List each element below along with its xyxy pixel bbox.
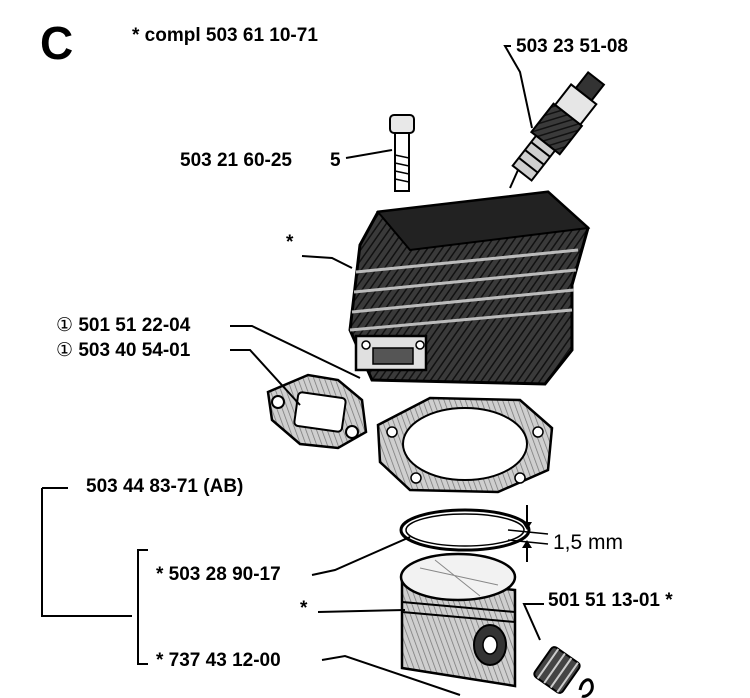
- section-letter: C: [40, 17, 74, 69]
- assembly-note: * compl 503 61 10-71: [132, 25, 318, 46]
- spark-plug-part: [511, 70, 606, 182]
- label-spark-plug: 503 23 51-08: [516, 36, 628, 57]
- ring-dimension-marks: [507, 505, 549, 562]
- label-bolt-suffix: 5: [330, 150, 341, 171]
- label-gasket-a: ① 501 51 22-04: [56, 315, 190, 337]
- label-ring-dimension: 1,5 mm: [553, 531, 624, 554]
- label-gasket-b: ① 503 40 54-01: [56, 340, 190, 362]
- base-gasket-part: [376, 396, 554, 494]
- bolt-part: [389, 114, 415, 192]
- circlip-part: [578, 678, 594, 698]
- circled-one-icon: ①: [56, 315, 74, 336]
- cylinder-part: [348, 190, 591, 386]
- label-piston-ring: * 503 28 90-17: [156, 564, 281, 585]
- label-circlip: 501 51 13-01 *: [548, 590, 673, 611]
- label-bolt: 503 21 60-25: [180, 150, 292, 171]
- label-bearing: * 737 43 12-00: [156, 650, 281, 671]
- label-piston-star: *: [300, 598, 308, 619]
- label-cylinder-star: *: [286, 232, 294, 253]
- leader-lines: [41, 45, 544, 696]
- label-gasket-b-number: 503 40 54-01: [78, 340, 191, 361]
- bearing-part: [533, 646, 581, 694]
- piston-ring-part: [399, 508, 531, 552]
- exhaust-gasket-part: [266, 373, 368, 450]
- piston-part: [399, 552, 517, 688]
- label-gasket-a-number: 501 51 22-04: [78, 315, 191, 336]
- circled-one-icon: ①: [56, 340, 74, 361]
- label-piston-kit: 503 44 83-71 (AB): [86, 476, 244, 497]
